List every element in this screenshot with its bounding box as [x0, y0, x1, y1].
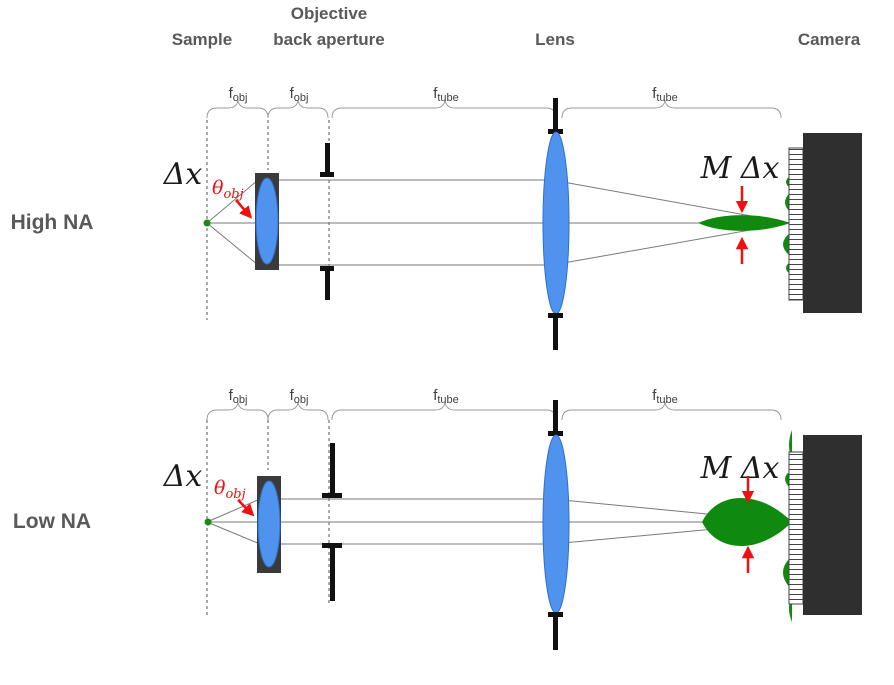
- theta-arrow: [235, 199, 253, 219]
- objective-lens: [257, 480, 281, 568]
- lens-mount-upper-lip: [548, 129, 563, 134]
- aperture-stop-lower-lip: [320, 266, 334, 271]
- label-f-obj: fobj: [229, 85, 248, 104]
- label-f-obj-2: fobj: [290, 387, 309, 406]
- psf-main-lobe: [702, 498, 792, 546]
- ray-sample-upper: [206, 179, 259, 224]
- tube-lens: [542, 131, 570, 315]
- label-f-tube: ftube: [433, 85, 459, 104]
- objective-lens: [255, 177, 279, 265]
- lens-mount-upper-lip: [548, 431, 563, 436]
- psf-side-lobe-2: [783, 233, 790, 256]
- aperture-stop-upper-lip: [320, 172, 334, 177]
- header-sample: Sample: [172, 30, 232, 49]
- brace-f-obj: [206, 401, 269, 421]
- aperture-stop-upper: [330, 443, 335, 498]
- lens-mount-lower: [553, 614, 558, 650]
- camera-sensor: [788, 451, 804, 605]
- theta-arrow: [237, 499, 255, 517]
- brace-f-obj-2: [267, 99, 329, 119]
- delta-x-label: Δx: [163, 459, 203, 494]
- header-objective-line1: Objective: [291, 4, 368, 23]
- label-f-tube: ftube: [433, 387, 459, 406]
- label-f-obj: fobj: [229, 387, 248, 406]
- lens-mount-lower: [553, 315, 558, 350]
- ray-sample-lower: [206, 222, 259, 266]
- brace-f-obj: [206, 99, 269, 119]
- magnified-delta-label: M Δx: [700, 451, 780, 486]
- lens-mount-upper: [553, 400, 558, 434]
- brace-f-tube-2: [561, 99, 782, 119]
- camera-body: [803, 435, 862, 615]
- lens-mount-upper: [553, 98, 558, 132]
- aperture-stop-lower: [325, 268, 330, 300]
- label-f-tube-2: ftube: [652, 85, 678, 104]
- sample-point: [203, 219, 211, 227]
- sample-point: [204, 518, 212, 526]
- camera-body: [803, 133, 862, 313]
- theta-obj-label: θobj: [212, 177, 244, 202]
- row-label-high-na: High NA: [11, 211, 94, 234]
- label-f-obj-2: fobj: [290, 85, 309, 104]
- brace-f-tube-2: [561, 401, 782, 421]
- aperture-stop-upper: [325, 143, 330, 175]
- ray-sample-upper: [206, 498, 261, 523]
- low-na-row: Low NA fobj fobj ftube ftube: [13, 387, 862, 650]
- brace-f-tube: [331, 401, 557, 421]
- aperture-stop-upper-lip: [322, 493, 342, 498]
- delta-x-label: Δx: [163, 157, 203, 192]
- theta-obj-label: θobj: [214, 477, 246, 502]
- magnified-delta-label: M Δx: [700, 151, 780, 186]
- psf-main-lobe: [698, 215, 790, 231]
- label-f-tube-2: ftube: [652, 387, 678, 406]
- tube-lens: [542, 434, 570, 614]
- header-camera: Camera: [798, 30, 861, 49]
- aperture-stop-lower: [330, 545, 335, 601]
- high-na-row: High NA fobj fobj ftube ftube: [11, 85, 862, 350]
- brace-f-tube: [331, 99, 557, 119]
- header-lens: Lens: [535, 30, 575, 49]
- camera-sensor: [788, 147, 804, 301]
- brace-f-obj-2: [267, 401, 329, 421]
- header-objective-line2: back aperture: [273, 30, 385, 49]
- ray-sample-lower: [206, 521, 261, 545]
- row-label-low-na: Low NA: [13, 510, 91, 533]
